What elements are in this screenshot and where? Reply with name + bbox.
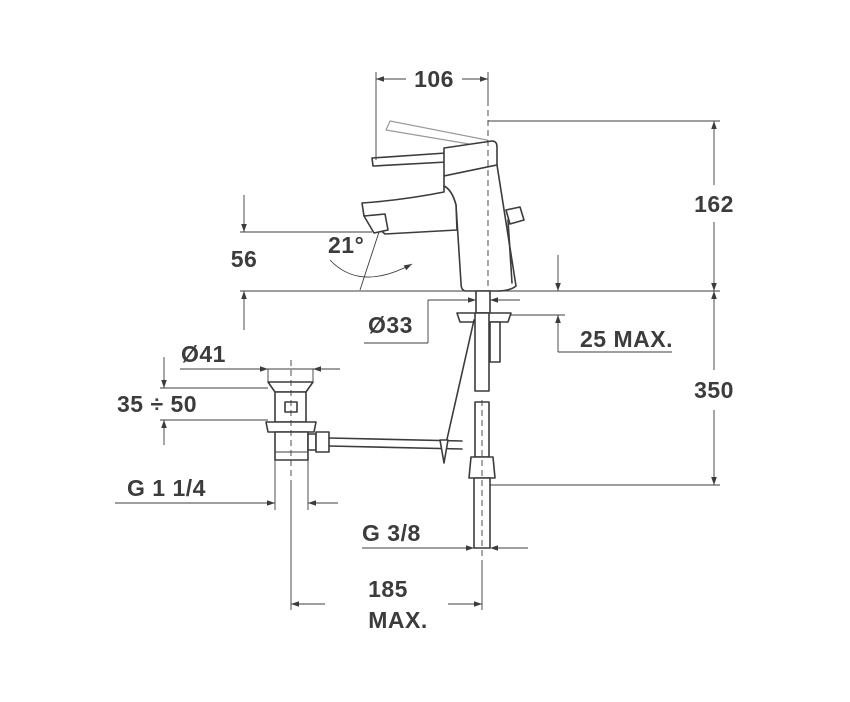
spout-aerator — [363, 213, 389, 234]
label-supply-thread: G 3/8 — [362, 520, 421, 546]
label-countertop-thickness: 25 MAX. — [580, 326, 673, 352]
dimension-lines — [115, 72, 720, 610]
lever-handle — [371, 152, 448, 167]
pivot-rod-bottom — [328, 445, 463, 450]
waste-side-port — [307, 433, 317, 451]
label-waste-thread: G 1 1/4 — [127, 475, 206, 501]
hose-fitting — [468, 456, 496, 479]
label-body-diameter: Ø33 — [368, 312, 413, 338]
label-lever-angle: 21° — [328, 232, 364, 258]
label-spout-reach: 106 — [414, 66, 454, 92]
fixing-stud — [489, 321, 501, 363]
waste-assembly — [265, 360, 463, 480]
label-hose-length: 350 — [694, 377, 734, 403]
rod-clip — [439, 439, 449, 464]
label-waste-range: 35 ÷ 50 — [117, 391, 197, 417]
label-spout-height: 56 — [231, 246, 258, 272]
label-height-total: 162 — [694, 191, 734, 217]
angle-arc — [329, 259, 413, 278]
lever-raised-outline — [385, 120, 488, 148]
supply-tube-top — [474, 312, 490, 392]
angle-ref-line — [359, 231, 380, 291]
label-rod-reach-suffix: MAX. — [368, 607, 428, 633]
label-rod-reach: 185 — [368, 576, 408, 602]
popup-rod — [507, 219, 513, 284]
pull-rod — [444, 319, 475, 449]
waste-nut — [265, 421, 317, 433]
shank — [475, 290, 491, 314]
waste-flange — [267, 381, 314, 393]
waste-tail — [274, 431, 309, 461]
label-waste-diameter: Ø41 — [181, 341, 226, 367]
faucet-body — [240, 100, 720, 560]
popup-knob — [505, 206, 525, 225]
dimension-labels: 106 162 56 21° Ø33 25 MAX. 350 Ø41 35 ÷ … — [117, 66, 734, 633]
pivot-nut — [315, 431, 330, 453]
